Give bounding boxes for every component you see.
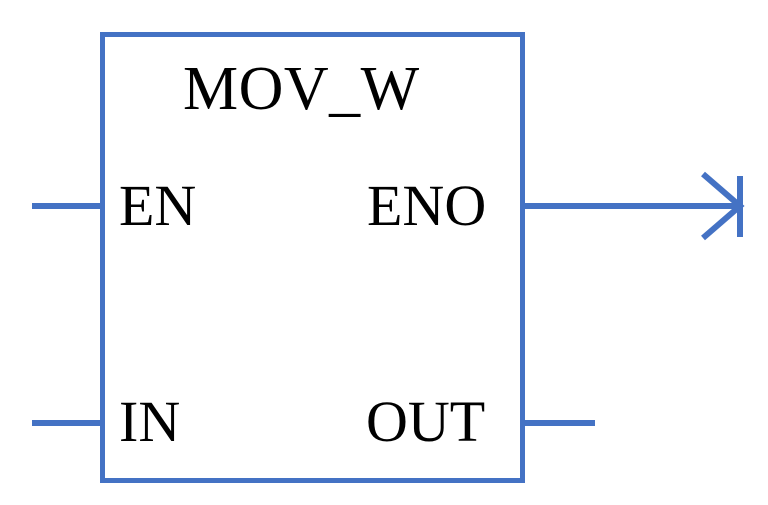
- eno-terminal-bar: [737, 176, 743, 237]
- eno-output-wire[interactable]: [521, 203, 742, 209]
- pin-label-in: IN: [119, 389, 181, 454]
- function-block-title: MOV_W: [183, 55, 420, 123]
- en-input-wire[interactable]: [32, 203, 104, 209]
- pin-label-out: OUT: [366, 389, 486, 454]
- in-input-wire[interactable]: [32, 420, 104, 426]
- out-output-wire[interactable]: [521, 420, 595, 426]
- pin-label-eno: ENO: [367, 173, 487, 238]
- pin-label-en: EN: [119, 173, 197, 238]
- function-block-body[interactable]: [100, 32, 525, 483]
